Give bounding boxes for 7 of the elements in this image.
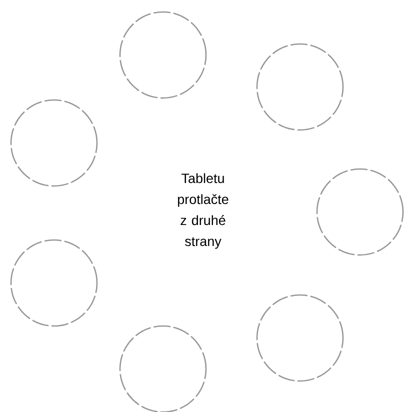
- tablet-circle: [10, 99, 98, 187]
- tablet-circle: [256, 43, 344, 131]
- tablet-circle: [119, 11, 207, 99]
- tablet-circle: [10, 239, 98, 327]
- tablet-circle: [316, 168, 404, 256]
- instruction-text: Tabletu protlačte z druhé strany: [178, 173, 228, 249]
- tablet-circle: [256, 294, 344, 382]
